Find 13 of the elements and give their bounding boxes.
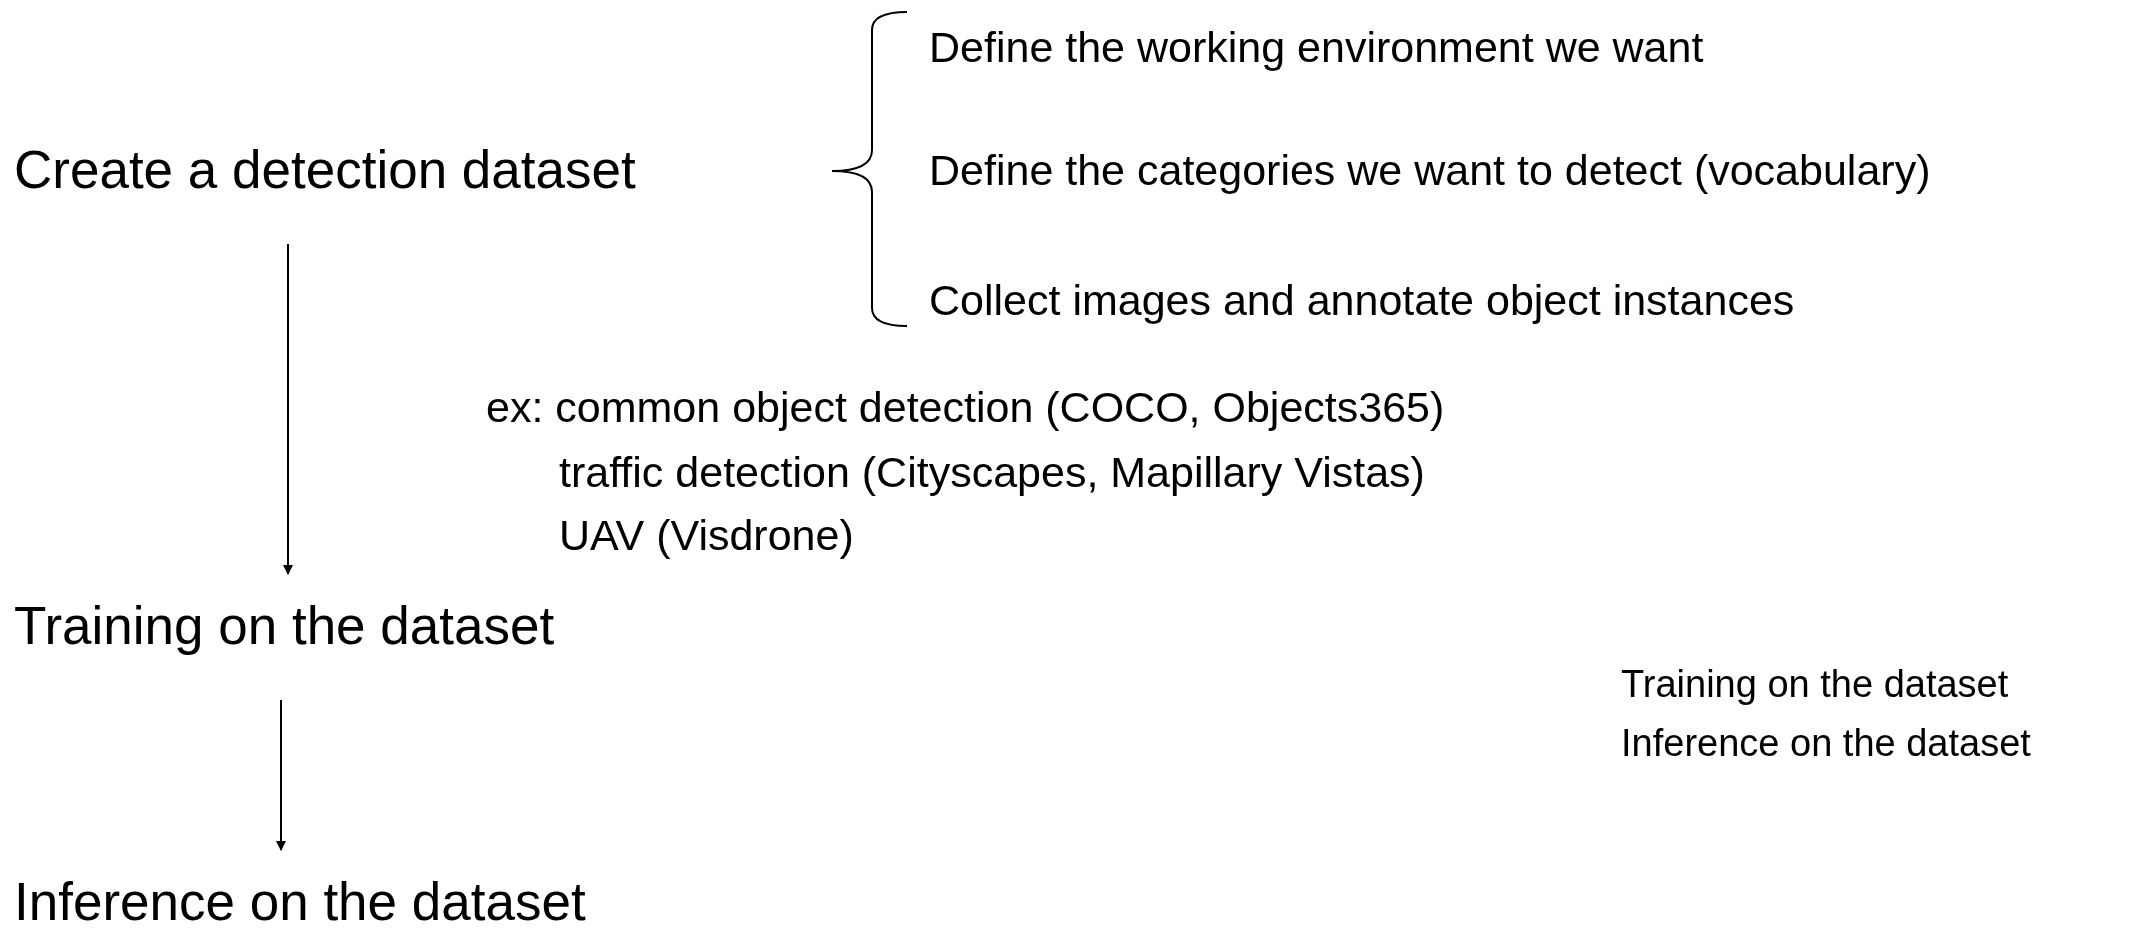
arrow (283, 243, 293, 575)
note-text: Training on the dataset (1621, 662, 2009, 707)
step-text: Create a detection dataset (14, 139, 636, 201)
note-text: ex: common object detection (COCO, Objects365) (486, 382, 1445, 433)
note-text: Define the working environment we want (929, 22, 1704, 73)
note-text: UAV (Visdrone) (559, 510, 854, 561)
note-text: Define the categories we want to detect (vocabulary) (929, 145, 1931, 196)
note-text: traffic detection (Cityscapes, Mapillary Vistas) (559, 447, 1425, 498)
note-text: Collect images and annotate object instances (929, 275, 1795, 326)
step-text: Inference on the dataset (14, 871, 586, 932)
note-text: Inference on the dataset (1621, 721, 2031, 766)
arrow (276, 699, 286, 851)
step-text: Training on the dataset (14, 595, 555, 657)
